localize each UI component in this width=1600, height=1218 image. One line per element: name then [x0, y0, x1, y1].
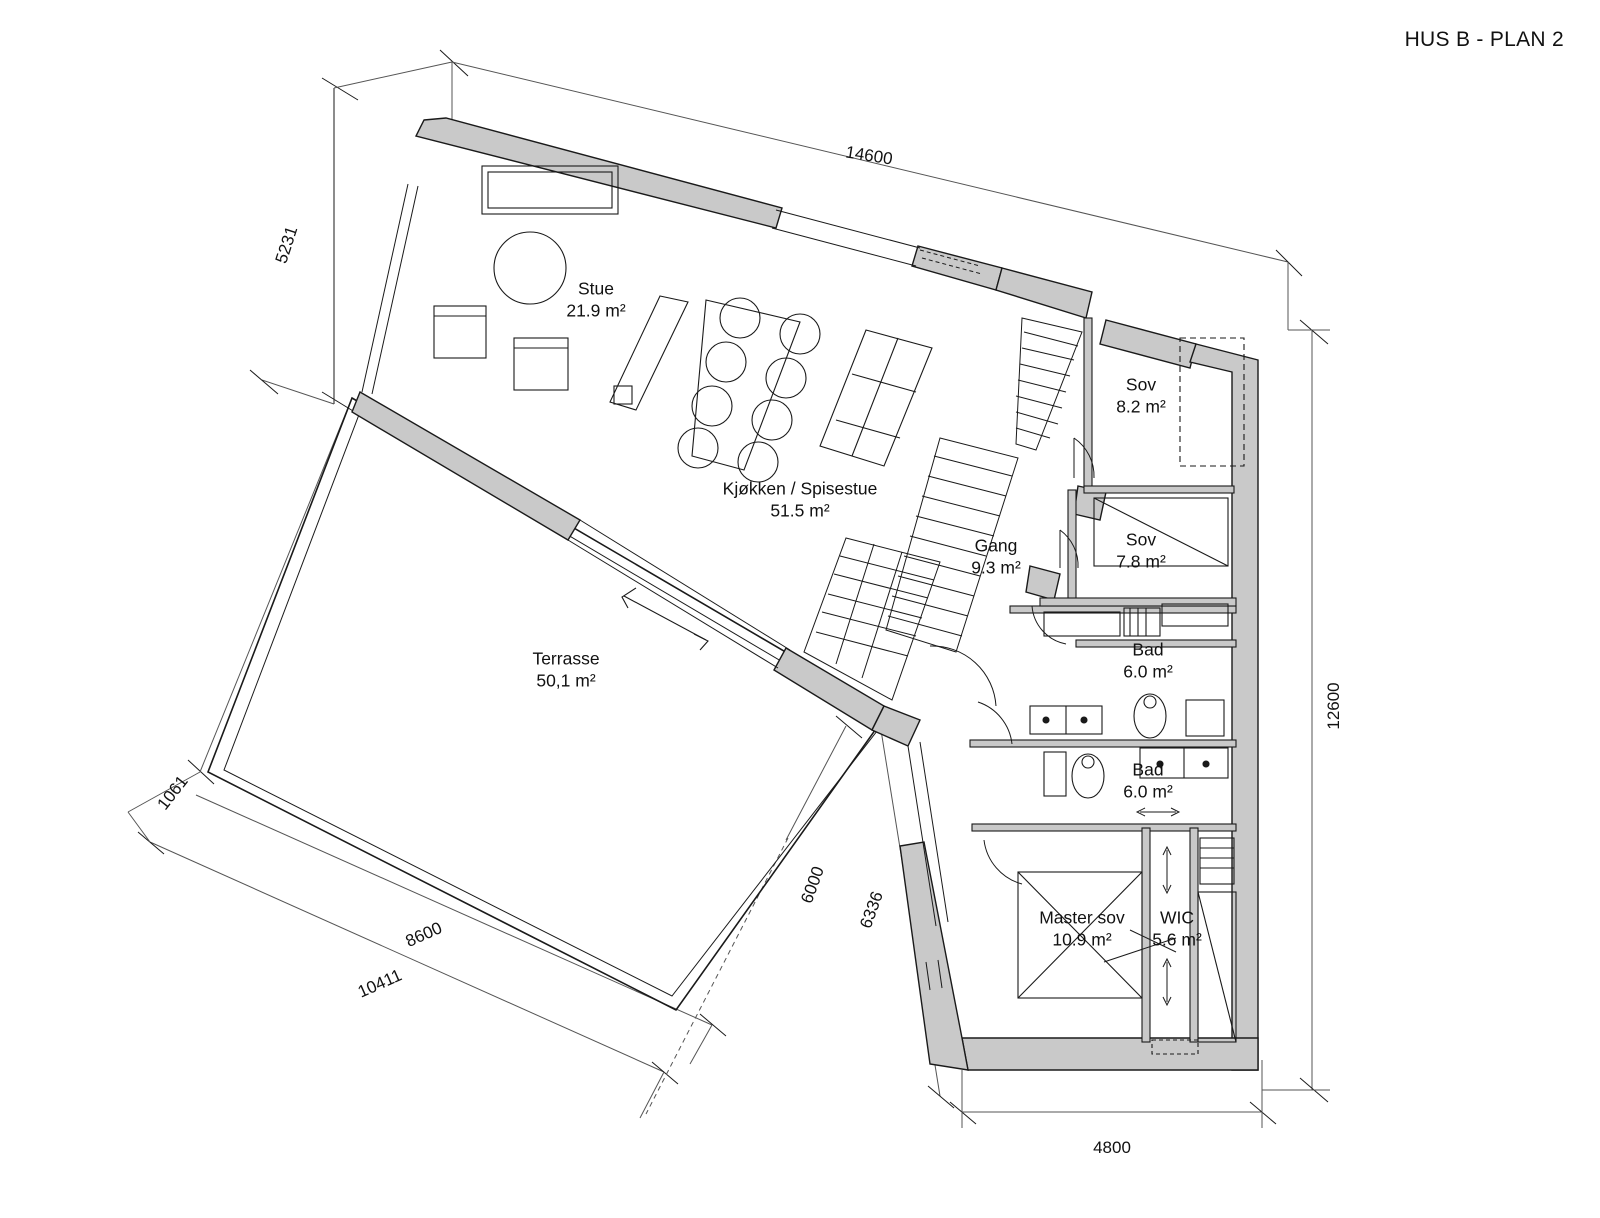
room-area: 21.9 m²	[566, 301, 626, 321]
room-area: 10.9 m²	[1052, 930, 1112, 950]
door-swings	[929, 437, 1095, 885]
dimension-lines	[127, 49, 1330, 1128]
room-area: 6.0 m²	[1123, 662, 1173, 682]
room-area: 8.2 m²	[1116, 397, 1166, 417]
room-area: 5.6 m²	[1152, 930, 1202, 950]
plan-title: HUS B - PLAN 2	[1404, 28, 1564, 51]
house-walls	[351, 117, 1259, 1071]
room-name: Stue	[577, 278, 614, 299]
room-area: 51.5 m²	[770, 501, 830, 521]
room-area: 9.3 m²	[971, 558, 1021, 578]
terrace-outline	[206, 396, 890, 1012]
room-name: Gang	[974, 535, 1018, 556]
terrace-arrows	[621, 587, 709, 651]
room-name: Bad	[1132, 639, 1164, 660]
room-name: Sov	[1125, 529, 1157, 550]
interior-walls	[969, 317, 1237, 1043]
room-area: 6.0 m²	[1123, 782, 1173, 802]
dimension-label: 12600	[1324, 682, 1343, 730]
room-area: 50,1 m²	[536, 671, 596, 691]
room-name: Bad	[1132, 759, 1164, 780]
room-name: Kjøkken / Spisestue	[722, 478, 878, 499]
room-name: Sov	[1125, 374, 1157, 395]
room-name: Terrasse	[532, 648, 600, 669]
furniture	[433, 165, 1245, 1055]
room-name: WIC	[1159, 907, 1195, 928]
stairs	[803, 317, 1083, 701]
label-leaders	[1103, 929, 1177, 963]
dimension-arrows	[1135, 807, 1181, 1007]
dimension-label: 4800	[1093, 1138, 1131, 1157]
room-name: Master sov	[1039, 907, 1125, 928]
window-walls	[361, 183, 983, 991]
room-area: 7.8 m²	[1116, 552, 1166, 572]
